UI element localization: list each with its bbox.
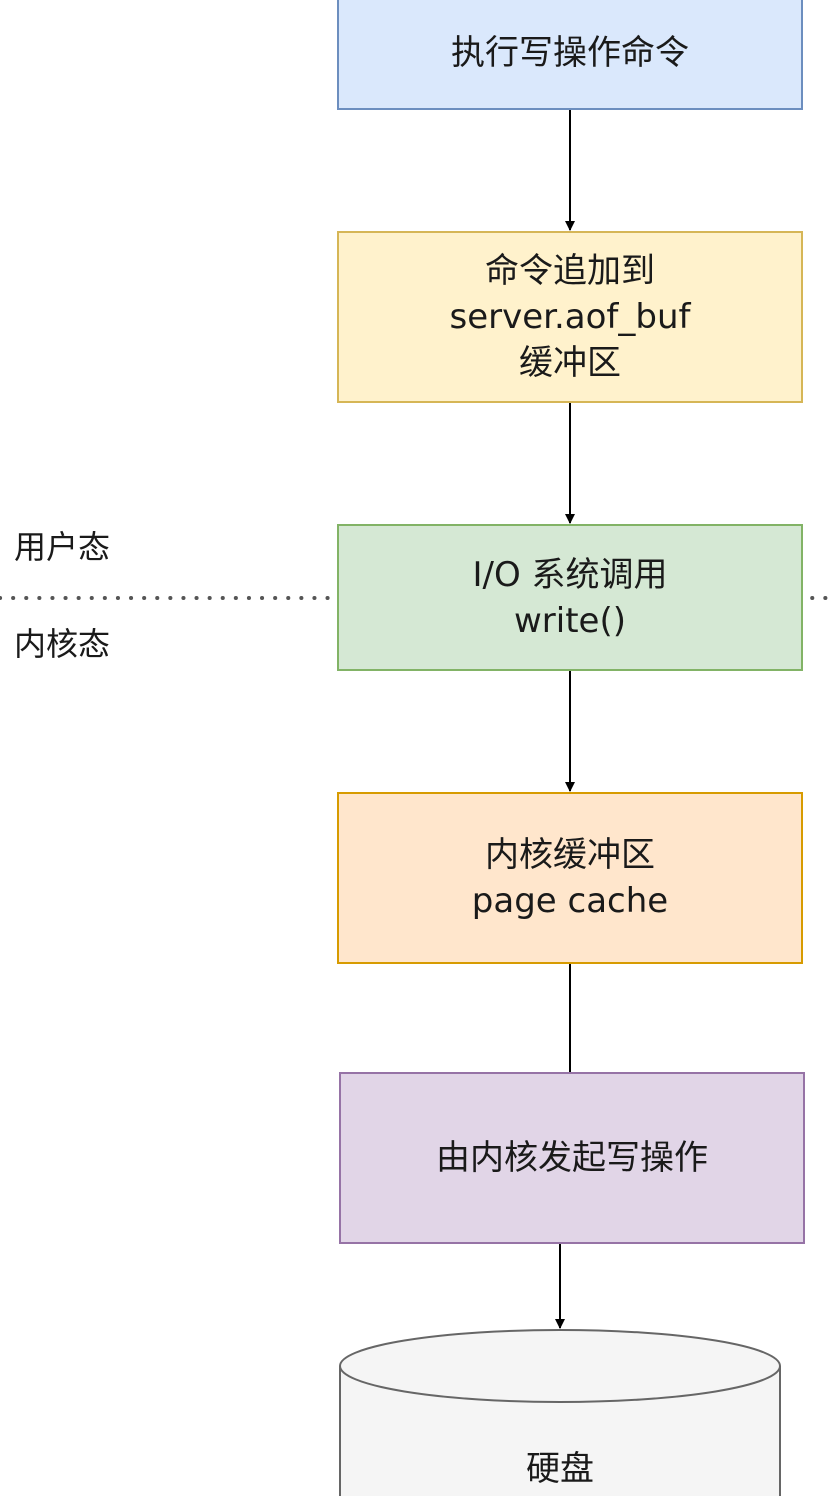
node-append-aof-buf-line-1: 命令追加到 — [485, 251, 655, 291]
node-kernel-initiated-write-line-1: 由内核发起写操作 — [436, 1138, 708, 1178]
node-io-syscall-write-line-1: I/O 系统调用 — [472, 554, 668, 595]
disk-label: 硬盘 — [526, 1449, 594, 1489]
node-kernel-page-cache-line-2: page cache — [471, 881, 669, 921]
disk-top — [339, 1329, 781, 1403]
node-io-syscall-write: I/O 系统调用 write() — [337, 524, 803, 671]
node-exec-write-command: 执行写操作命令 — [337, 0, 803, 110]
user-space-label: 用户态 — [14, 528, 111, 566]
disk-body — [339, 1366, 781, 1496]
kernel-space-label: 内核态 — [14, 625, 111, 663]
node-kernel-page-cache-line-1: 内核缓冲区 — [485, 835, 655, 875]
node-append-aof-buf: 命令追加到 server.aof_buf 缓冲区 — [337, 231, 803, 403]
disk-cylinder — [339, 1329, 781, 1496]
node-exec-write-command-line-1: 执行写操作命令 — [451, 33, 689, 73]
node-append-aof-buf-line-2: server.aof_buf — [449, 297, 691, 337]
node-kernel-page-cache: 内核缓冲区 page cache — [337, 792, 803, 964]
node-append-aof-buf-line-3: 缓冲区 — [519, 343, 621, 383]
node-kernel-initiated-write: 由内核发起写操作 — [339, 1072, 805, 1244]
node-io-syscall-write-line-2: write() — [513, 600, 626, 641]
